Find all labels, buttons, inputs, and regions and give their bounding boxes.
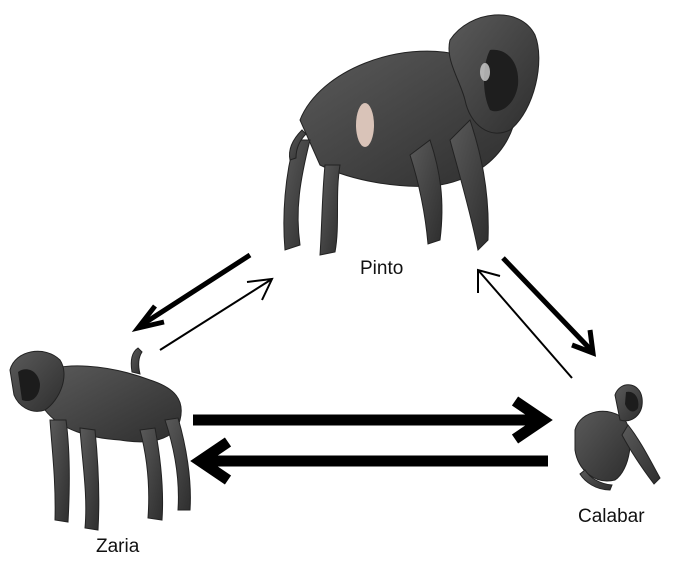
pinto-label: Pinto [360,258,403,280]
zaria-image [10,348,190,530]
drill-monkey-icon [575,385,660,490]
arrow-zaria-to-calabar [193,401,543,439]
arrow-calabar-to-pinto [478,270,572,378]
arrow-calabar-to-zaria [200,442,548,480]
zaria-label: Zaria [96,536,139,558]
pinto-image [284,15,539,255]
arrow-pinto-to-zaria [138,255,250,328]
arrow-pinto-to-calabar [503,258,593,353]
arrows [138,255,593,480]
drill-monkey-icon [284,15,539,255]
arrow-zaria-to-pinto [160,279,272,350]
calabar-image [575,385,660,490]
calabar-label: Calabar [578,506,645,528]
drill-monkey-icon [10,348,190,530]
